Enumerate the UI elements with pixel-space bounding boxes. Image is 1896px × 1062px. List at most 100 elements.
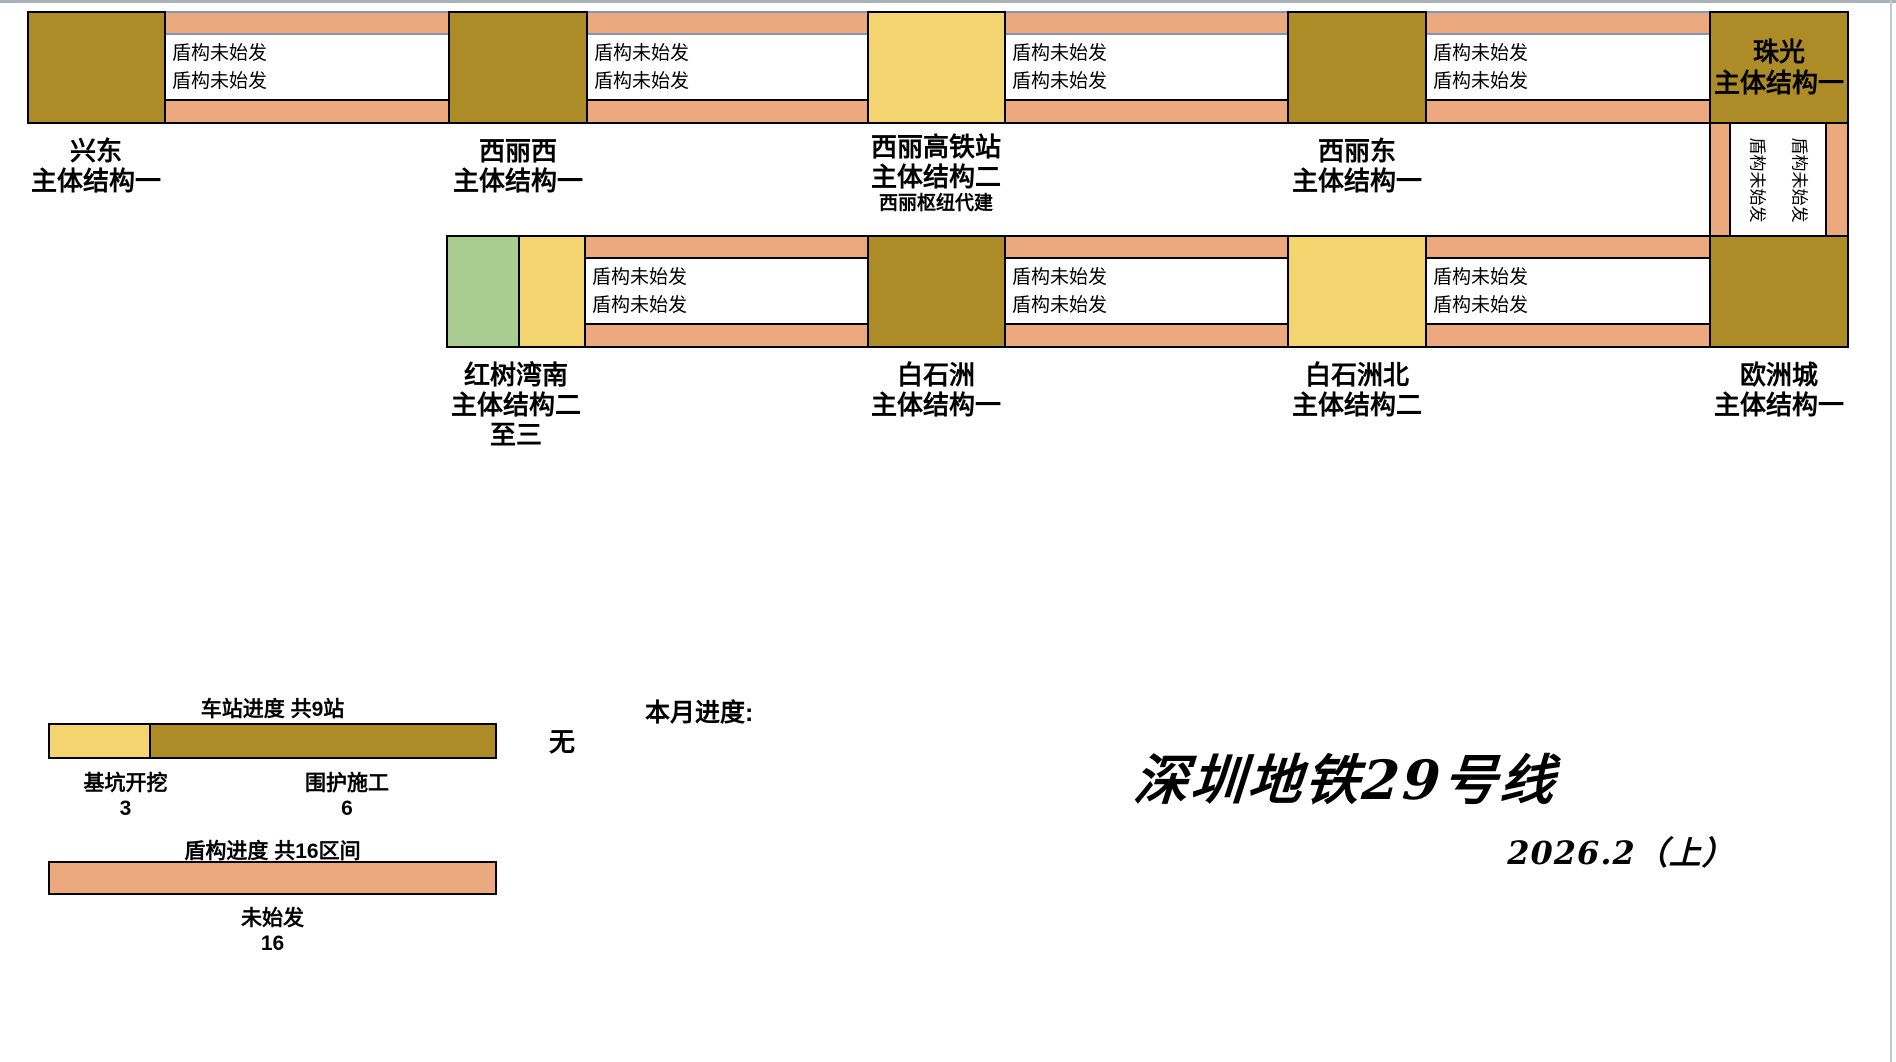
station-label-xingdong: 兴东 主体结构一	[0, 136, 226, 196]
station-block-xilixi	[448, 11, 588, 124]
shield-bar-down	[588, 101, 867, 124]
station-note: 西丽枢纽代建	[878, 193, 993, 214]
station-label-xilidong: 西丽东 主体结构一	[1227, 136, 1487, 196]
legend-shield-bar	[48, 861, 497, 895]
tunnel-segment-baishizhou-baishizhoubei: 盾构未始发 盾构未始发	[1006, 235, 1287, 348]
station-phase: 主体结构一	[30, 166, 161, 196]
station-phase: 主体结构二	[870, 162, 1001, 192]
station-name: 红树湾南	[463, 360, 568, 390]
tunnel-status-box: 盾构未始发 盾构未始发	[166, 35, 448, 101]
legend-item-name: 基坑开挖	[83, 772, 168, 795]
station-name: 欧洲城	[1739, 360, 1818, 390]
tunnel-status-up: 盾构未始发	[1747, 137, 1767, 222]
tunnel-segment-hongshuwannan-baishizhou: 盾构未始发 盾构未始发	[586, 235, 867, 348]
top-border-line	[0, 0, 1896, 3]
tunnel-status-box: 盾构未始发 盾构未始发	[1006, 35, 1287, 101]
shield-bar-up	[586, 235, 867, 259]
shield-bar-up	[1006, 11, 1287, 35]
monthly-progress-label: 本月进度:	[645, 699, 754, 727]
tunnel-status-box: 盾构未始发 盾构未始发	[1427, 35, 1709, 101]
legend-notstarted-label: 未始发 16	[48, 906, 497, 956]
station-phase: 主体结构一	[1713, 390, 1844, 420]
legend-item-name: 围护施工	[305, 772, 389, 795]
station-label-baishizhou: 白石洲 主体结构一	[806, 360, 1066, 420]
station-block-xingdong	[27, 11, 166, 124]
shield-bar-down	[1006, 325, 1287, 348]
tunnel-status-up: 盾构未始发	[594, 42, 690, 64]
tunnel-segment-baishizhoubei-ouzhoucheng: 盾构未始发 盾构未始发	[1427, 235, 1709, 348]
station-phase: 主体结构二	[450, 390, 581, 420]
tunnel-status-box: 盾构未始发 盾构未始发	[586, 259, 867, 325]
station-name: 西丽西	[478, 136, 557, 166]
shield-bar-up	[166, 11, 448, 35]
station-block-xilidong	[1287, 11, 1427, 124]
tunnel-status-up: 盾构未始发	[1433, 42, 1529, 64]
tunnel-status-box: 盾构未始发 盾构未始发	[588, 35, 867, 101]
legend-excavation-label: 基坑开挖 3	[48, 771, 203, 821]
station-phase: 主体结构一	[1291, 166, 1422, 196]
station-block-hongshuwannan	[446, 235, 586, 348]
station-name: 珠光	[1752, 36, 1805, 67]
tunnel-status-down: 盾构未始发	[1433, 70, 1529, 92]
right-edge-line	[1890, 0, 1892, 1062]
shield-bar-up	[1427, 11, 1709, 35]
legend-excavation-swatch	[50, 725, 149, 757]
tunnel-status-down: 盾构未始发	[592, 294, 688, 316]
legend-item-name: 未始发	[241, 907, 304, 930]
legend-item-count: 6	[341, 797, 353, 820]
legend-notstarted-swatch	[50, 863, 495, 893]
station-name: 兴东	[69, 136, 122, 166]
legend-station-bar	[48, 723, 497, 759]
legend-enclosure-swatch	[148, 725, 495, 757]
shield-bar-down	[1427, 101, 1709, 124]
station-block-baishizhoubei	[1287, 235, 1427, 348]
shield-bar-up	[1427, 235, 1709, 259]
legend-station-title: 车站进度 共9站	[200, 698, 345, 721]
tunnel-status-down: 盾构未始发	[1789, 137, 1809, 222]
station-block-zhuguang: 珠光 主体结构一	[1709, 11, 1849, 124]
tunnel-segment-xilidong-zhuguang: 盾构未始发 盾构未始发	[1427, 11, 1709, 124]
station-phase: 主体结构一	[1713, 67, 1844, 98]
station-phase: 主体结构一	[870, 390, 1001, 420]
tunnel-segment-xilixi-xilihsr: 盾构未始发 盾构未始发	[588, 11, 867, 124]
shield-bar-up	[588, 11, 867, 35]
legend-item-count: 16	[260, 932, 285, 955]
tunnel-status-up: 盾构未始发	[1012, 266, 1108, 288]
tunnel-status-down: 盾构未始发	[172, 70, 268, 92]
shield-bar-up	[1006, 235, 1287, 259]
tunnel-segment-xingdong-xilixi: 盾构未始发 盾构未始发	[166, 11, 448, 124]
station-name: 西丽东	[1317, 136, 1396, 166]
station-phase-extra: 至三	[489, 420, 542, 450]
station-block-baishizhou	[867, 235, 1006, 348]
shield-bar-down	[1006, 101, 1287, 124]
station-stage-yellow	[517, 237, 584, 346]
tunnel-segment-xilihsr-xilidong: 盾构未始发 盾构未始发	[1006, 11, 1287, 124]
station-stage-green	[448, 237, 518, 346]
station-block-ouzhoucheng	[1709, 235, 1849, 348]
station-name: 白石洲	[896, 360, 975, 390]
shield-bar-down	[1427, 325, 1709, 348]
tunnel-segment-zhuguang-ouzhoucheng: 盾构未始发 盾构未始发	[1709, 124, 1849, 235]
report-period: 2026.2（上）	[1507, 834, 1735, 872]
shield-bar-up	[1709, 124, 1731, 235]
station-phase: 主体结构二	[1291, 390, 1422, 420]
page-title: 深圳地铁29号线	[1131, 748, 1560, 812]
shield-bar-down	[166, 101, 448, 124]
tunnel-status-down: 盾构未始发	[1433, 294, 1529, 316]
station-label-xilixi: 西丽西 主体结构一	[388, 136, 648, 196]
legend-item-count: 3	[119, 797, 132, 820]
tunnel-status-box: 盾构未始发 盾构未始发	[1427, 259, 1709, 325]
tunnel-status-up: 盾构未始发	[1433, 266, 1529, 288]
monthly-progress-value: 无	[548, 727, 575, 757]
station-name: 西丽高铁站	[870, 132, 1001, 162]
station-label-xili-hsr: 西丽高铁站 主体结构二 西丽枢纽代建	[806, 132, 1066, 216]
station-label-baishizhoubei: 白石洲北 主体结构二	[1227, 360, 1487, 420]
station-name: 白石洲北	[1304, 360, 1409, 390]
tunnel-status-up: 盾构未始发	[172, 42, 268, 64]
station-label-ouzhoucheng: 欧洲城 主体结构一	[1649, 360, 1896, 420]
shield-bar-down	[586, 325, 867, 348]
tunnel-status-up: 盾构未始发	[1012, 42, 1108, 64]
tunnel-status-box: 盾构未始发 盾构未始发	[1006, 259, 1287, 325]
tunnel-status-box: 盾构未始发 盾构未始发	[1731, 124, 1825, 235]
